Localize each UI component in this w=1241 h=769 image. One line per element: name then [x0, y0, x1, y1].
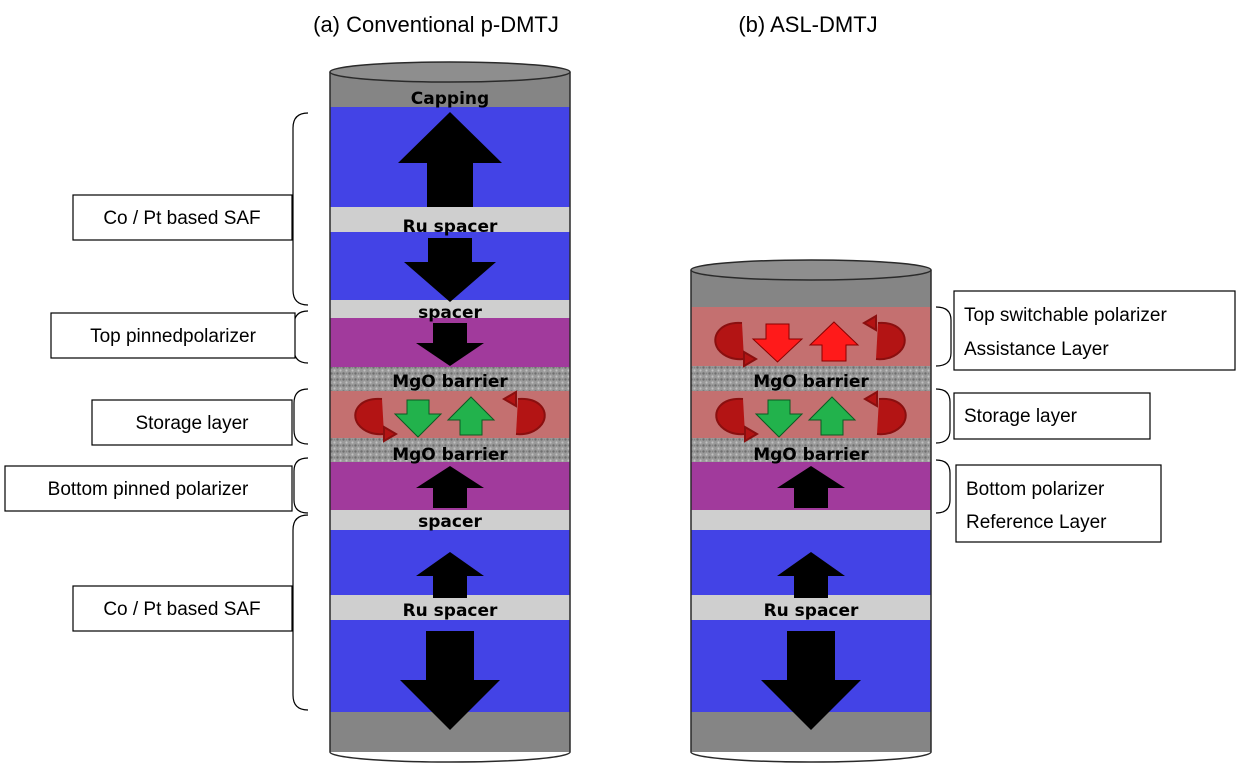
label-box-saf-top: [72, 194, 293, 241]
mgo-barrier-layer: [691, 438, 931, 463]
arrow-down-icon: [416, 323, 484, 366]
spacer-label: spacer: [418, 303, 482, 323]
mgo-barrier-label: MgO barrier: [392, 372, 508, 392]
stack-b: MgO barrier MgO barrier Ru spacer: [690, 259, 932, 763]
mgo-barrier-layer: [330, 438, 570, 463]
arrow-up-icon: [777, 466, 845, 508]
capping-label: Capping: [411, 89, 489, 109]
arrow-down-icon: [761, 631, 861, 730]
mgo-barrier-label: MgO barrier: [753, 445, 869, 465]
precession-right-icon: [502, 390, 546, 436]
mgo-barrier-layer: [691, 366, 931, 392]
saf-top-label: Co / Pt based SAF: [103, 208, 260, 229]
mgo-barrier-label: MgO barrier: [392, 445, 508, 465]
ru-spacer-label: Ru spacer: [764, 601, 859, 621]
brace-reference: [935, 459, 951, 514]
arrow-up-icon: [416, 552, 484, 598]
storage-label-b: Storage layer: [964, 406, 1078, 427]
brace-top-polarizer: [293, 310, 309, 364]
spacer-label: spacer: [418, 512, 482, 532]
saf-bottom-label: Co / Pt based SAF: [103, 599, 260, 620]
label-box-top-polarizer: [50, 312, 296, 359]
panel-b-title: (b) ASL-DMTJ: [738, 12, 877, 37]
free-arrow-down-icon: [393, 399, 443, 438]
cylinder-top: [329, 61, 571, 83]
arrow-down-icon: [400, 631, 500, 730]
precession-right-icon: [862, 314, 906, 361]
precession-right-icon: [863, 390, 907, 436]
reference-label-line1: Bottom polarizer: [966, 479, 1105, 500]
annotations-b: [935, 306, 952, 514]
cylinder-top: [690, 259, 932, 281]
arrow-up-icon: [398, 112, 502, 207]
ru-spacer-label: Ru spacer: [403, 217, 498, 237]
panel-a-title: (a) Conventional p-DMTJ: [313, 12, 559, 37]
mgo-barrier-layer: [330, 367, 570, 392]
brace-bottom-polarizer: [293, 457, 309, 514]
precession-left-icon: [354, 397, 398, 443]
label-box-storage-b: [953, 392, 1151, 440]
precession-left-icon: [714, 321, 758, 368]
brace-assistance: [935, 306, 952, 367]
annotations-a: [292, 112, 309, 711]
brace-storage: [293, 388, 309, 445]
asl-label-line2: Assistance Layer: [964, 339, 1109, 360]
arrow-up-icon: [416, 466, 484, 508]
label-box-assistance: [953, 290, 1236, 371]
ru-spacer-label: Ru spacer: [403, 601, 498, 621]
free-arrow-up-icon: [807, 396, 857, 436]
label-box-bottom-polarizer: [4, 465, 293, 512]
bottom-polarizer-label: Bottom pinned polarizer: [48, 479, 249, 500]
label-box-saf-bottom: [72, 585, 293, 632]
storage-label-a: Storage layer: [135, 413, 249, 434]
mgo-barrier-label: MgO barrier: [753, 372, 869, 392]
precession-left-icon: [715, 397, 759, 443]
arrow-down-icon: [404, 238, 496, 302]
free-arrow-down-icon: [754, 399, 804, 438]
label-box-storage-a: [91, 399, 293, 446]
label-box-reference: [955, 464, 1162, 543]
asl-arrow-up-icon: [808, 321, 860, 362]
brace-saf-bottom: [292, 514, 309, 711]
free-arrow-up-icon: [446, 396, 496, 436]
brace-storage-b: [935, 388, 951, 444]
stack-a: Capping Ru spacer spacer MgO barrier MgO…: [329, 61, 571, 763]
top-polarizer-label: Top pinnedpolarizer: [90, 326, 257, 347]
reference-label-line2: Reference Layer: [966, 512, 1107, 533]
asl-label-line1: Top switchable polarizer: [964, 305, 1167, 326]
asl-arrow-down-icon: [751, 323, 804, 363]
arrow-up-icon: [777, 552, 845, 598]
brace-saf-top: [292, 112, 309, 306]
